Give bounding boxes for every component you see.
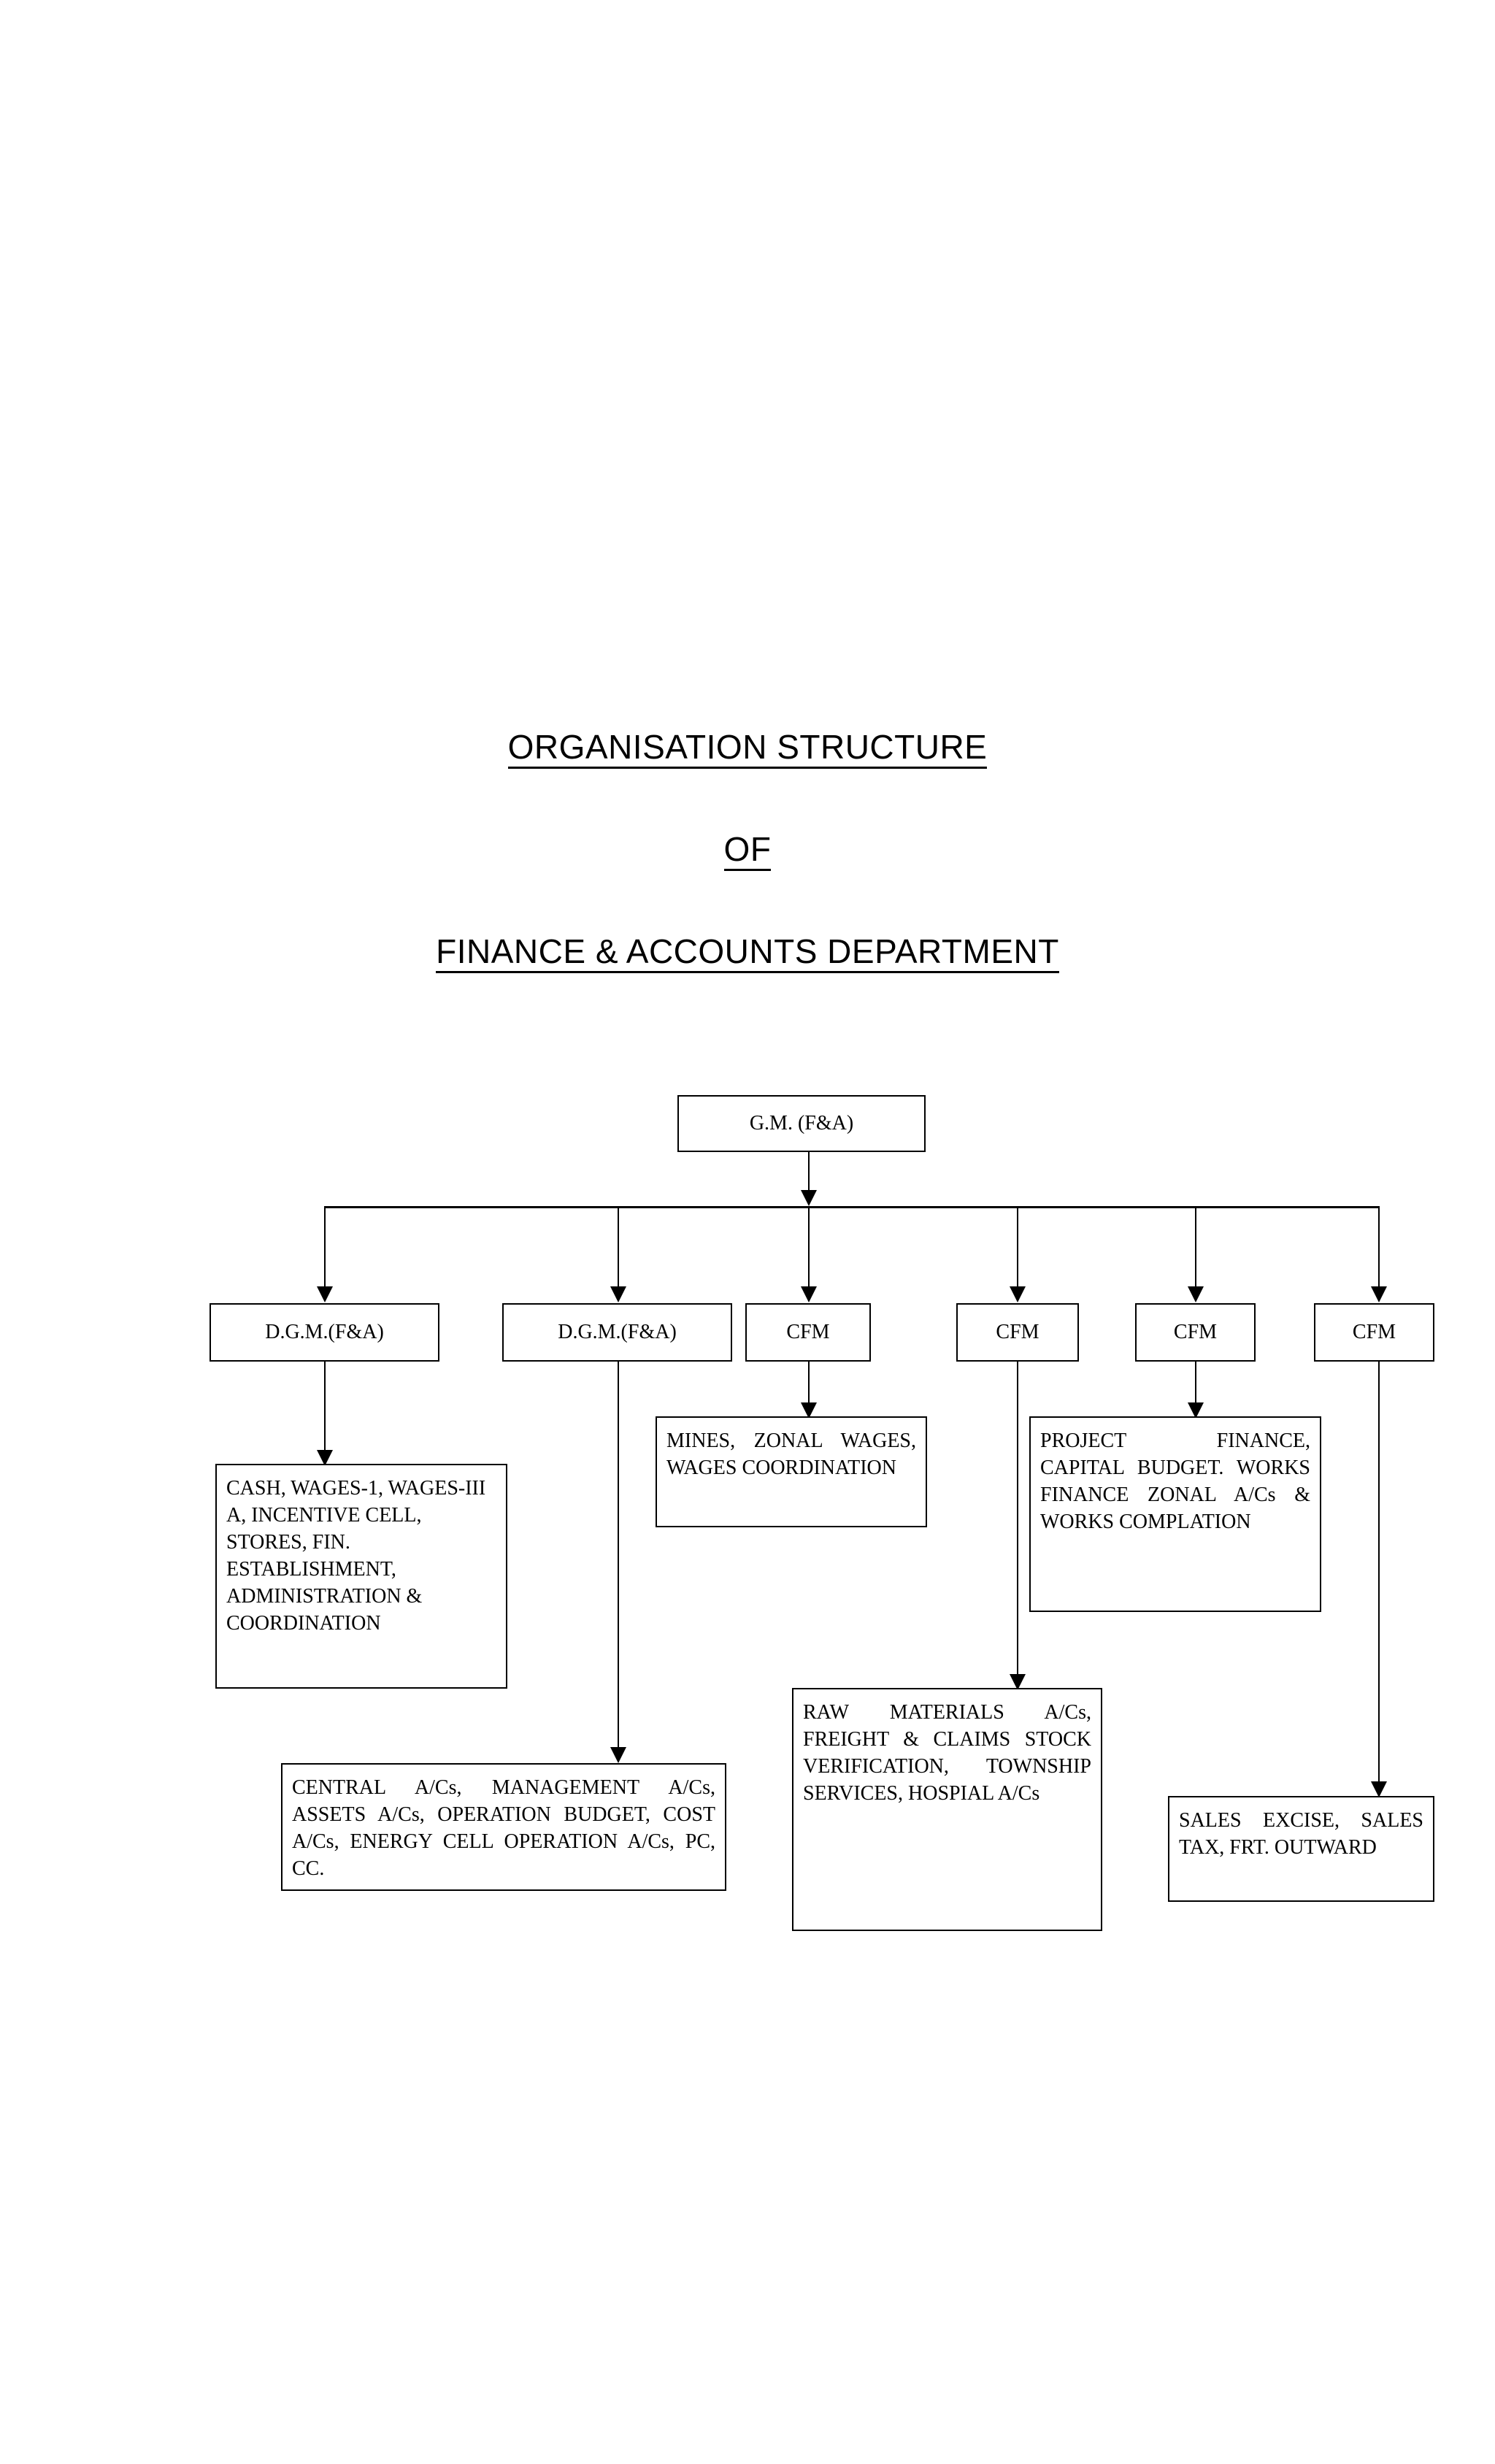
title-line-1-text: ORGANISATION STRUCTURE: [507, 730, 988, 769]
org-node-dgm-2-label: D.G.M.(F&A): [558, 1320, 677, 1343]
org-node-cfm-1-label: CFM: [786, 1320, 830, 1343]
connector-dgm-2-to-fn-central: [618, 1362, 619, 1749]
arrowhead-cfm-2-to-fn-raw: [1010, 1674, 1026, 1690]
connector-gm-to-bus: [808, 1152, 810, 1191]
arrowhead-dgm-2-to-fn-central: [610, 1747, 626, 1763]
org-node-gm-label: G.M. (F&A): [749, 1111, 854, 1135]
org-node-gm[interactable]: G.M. (F&A): [677, 1095, 926, 1152]
arrowhead-bus-to-cfm-4: [1371, 1286, 1387, 1302]
org-node-dgm-1-label: D.G.M.(F&A): [265, 1320, 384, 1343]
org-node-fn-raw[interactable]: RAW MATERIALS A/Cs, FREIGHT & CLAIMS STO…: [792, 1688, 1102, 1931]
arrowhead-bus-to-cfm-3: [1188, 1286, 1204, 1302]
connector-cfm-1-to-fn-mines: [808, 1362, 810, 1404]
connector-dgm-1-to-fn-cash: [324, 1362, 326, 1451]
arrowhead-bus-to-cfm-1: [801, 1286, 817, 1302]
org-node-dgm-2[interactable]: D.G.M.(F&A): [502, 1303, 732, 1362]
org-node-fn-sales-label: SALES EXCISE, SALES TAX, FRT. OUTWARD: [1179, 1809, 1423, 1859]
org-node-cfm-3-label: CFM: [1173, 1320, 1218, 1343]
org-node-fn-cash-label: CASH, WAGES-1, WAGES-III A, INCENTIVE CE…: [226, 1477, 486, 1635]
title-line-1: ORGANISATION STRUCTURE: [0, 730, 1495, 769]
connector-cfm-4-to-fn-sales: [1378, 1362, 1380, 1783]
org-node-cfm-2[interactable]: CFM: [956, 1303, 1079, 1362]
connector-bus-to-cfm-3: [1195, 1206, 1196, 1288]
arrowhead-gm-to-bus: [801, 1190, 817, 1206]
org-node-fn-project-label: PROJECT FINANCE, CAPITAL BUDGET. WORKS F…: [1040, 1429, 1310, 1533]
org-node-cfm-2-label: CFM: [996, 1320, 1039, 1343]
connector-bus-to-dgm-2: [618, 1206, 619, 1288]
org-node-fn-raw-label: RAW MATERIALS A/Cs, FREIGHT & CLAIMS STO…: [803, 1701, 1091, 1805]
connector-bus-to-cfm-1: [808, 1206, 810, 1288]
org-node-cfm-4-label: CFM: [1352, 1320, 1396, 1343]
arrowhead-dgm-1-to-fn-cash: [317, 1450, 333, 1466]
connector-bus-to-cfm-4: [1378, 1206, 1380, 1288]
org-node-cfm-4[interactable]: CFM: [1314, 1303, 1434, 1362]
org-node-cfm-1[interactable]: CFM: [745, 1303, 871, 1362]
connector-cfm-2-to-fn-raw: [1017, 1362, 1018, 1676]
arrowhead-bus-to-cfm-2: [1010, 1286, 1026, 1302]
org-node-fn-sales[interactable]: SALES EXCISE, SALES TAX, FRT. OUTWARD: [1168, 1796, 1434, 1902]
title-line-2: OF: [0, 832, 1495, 871]
title-line-2-text: OF: [723, 832, 772, 871]
title-line-3: FINANCE & ACCOUNTS DEPARTMENT: [0, 934, 1495, 973]
org-node-fn-mines[interactable]: MINES, ZONAL WAGES, WAGES COORDINATION: [656, 1416, 927, 1527]
arrowhead-bus-to-dgm-2: [610, 1286, 626, 1302]
arrowhead-cfm-4-to-fn-sales: [1371, 1781, 1387, 1797]
document-title-block: ORGANISATION STRUCTURE OF FINANCE & ACCO…: [0, 730, 1495, 973]
org-node-fn-central-label: CENTRAL A/Cs, MANAGEMENT A/Cs, ASSETS A/…: [292, 1776, 715, 1880]
connector-bus-level2: [325, 1206, 1380, 1208]
org-node-fn-central[interactable]: CENTRAL A/Cs, MANAGEMENT A/Cs, ASSETS A/…: [281, 1763, 726, 1891]
arrowhead-cfm-3-to-fn-project: [1188, 1402, 1204, 1419]
arrowhead-cfm-1-to-fn-mines: [801, 1402, 817, 1419]
org-node-fn-cash[interactable]: CASH, WAGES-1, WAGES-III A, INCENTIVE CE…: [215, 1464, 507, 1689]
connector-bus-to-cfm-2: [1017, 1206, 1018, 1288]
org-node-fn-project[interactable]: PROJECT FINANCE, CAPITAL BUDGET. WORKS F…: [1029, 1416, 1321, 1612]
arrowhead-bus-to-dgm-1: [317, 1286, 333, 1302]
org-node-dgm-1[interactable]: D.G.M.(F&A): [210, 1303, 439, 1362]
title-line-3-text: FINANCE & ACCOUNTS DEPARTMENT: [436, 934, 1059, 973]
connector-cfm-3-to-fn-project: [1195, 1362, 1196, 1404]
connector-bus-to-dgm-1: [324, 1206, 326, 1288]
org-node-fn-mines-label: MINES, ZONAL WAGES, WAGES COORDINATION: [666, 1429, 916, 1479]
org-node-cfm-3[interactable]: CFM: [1135, 1303, 1256, 1362]
